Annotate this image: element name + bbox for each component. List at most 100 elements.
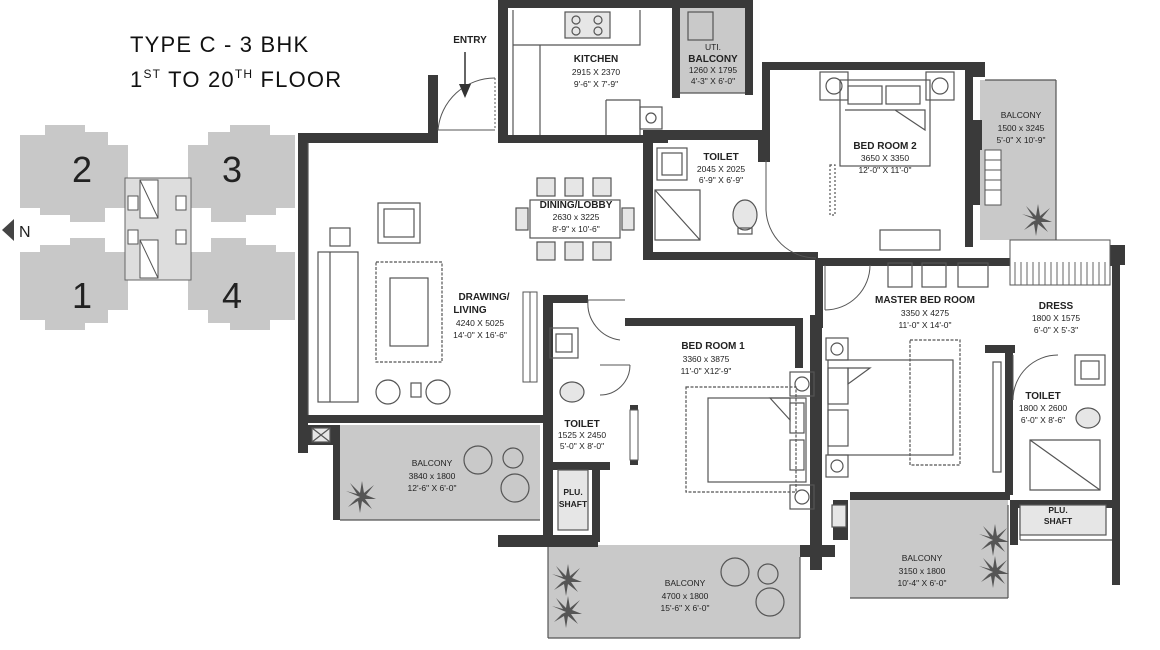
plant-icon: [346, 481, 376, 513]
plant-icon: [552, 596, 582, 628]
svg-text:BALCONY: BALCONY: [665, 578, 706, 588]
entry-marker: ENTRY: [453, 35, 487, 98]
master-label: MASTER BED ROOM 3350 X 4275 11'-0" X 14'…: [875, 295, 975, 330]
svg-text:BALCONY: BALCONY: [902, 553, 943, 563]
plant-icon: [1022, 204, 1052, 236]
dining-label: DINING/LOBBY 2630 x 3225 8'-9" x 10'-6": [540, 200, 613, 234]
dress-label: DRESS 1800 X 1575 6'-0" X 5'-3": [1032, 301, 1080, 335]
svg-text:DRAWING/: DRAWING/: [458, 292, 509, 303]
plant-icon: [552, 564, 582, 596]
svg-text:11'-0" X12'-9": 11'-0" X12'-9": [681, 366, 732, 376]
dress-hatch: [1014, 262, 1106, 285]
key-label-2: 2: [72, 149, 92, 190]
toilet-br1-label: TOILET 1525 X 2450 5'-0" X 8'-0": [558, 419, 606, 451]
svg-text:2630 x 3225: 2630 x 3225: [553, 212, 600, 222]
bedroom2-label: BED ROOM 2 3650 X 3350 12'-0" X 11'-0": [853, 141, 917, 175]
entry-label: ENTRY: [453, 35, 487, 46]
svg-text:1800 X 1575: 1800 X 1575: [1032, 313, 1080, 323]
kitchen-label: KITCHEN 2915 X 2370 9'-6" X 7'-9": [572, 54, 620, 89]
uti-balcony-label: UTI. BALCONY 1260 X 1795 4'-3" X 6'-0": [688, 42, 738, 86]
svg-text:DINING/LOBBY: DINING/LOBBY: [540, 200, 613, 211]
svg-text:4700 x 1800: 4700 x 1800: [662, 591, 709, 601]
key-unit-3: [188, 125, 295, 222]
plant-icon: [979, 524, 1009, 556]
title-line1: TYPE C - 3 BHK: [130, 32, 309, 57]
door-swings: [437, 77, 1059, 401]
svg-text:3350 X 4275: 3350 X 4275: [901, 308, 949, 318]
svg-text:3840 x 1800: 3840 x 1800: [409, 471, 456, 481]
furniture: [311, 10, 1107, 617]
svg-text:6'-0" X 5'-3": 6'-0" X 5'-3": [1034, 325, 1078, 335]
svg-text:SHAFT: SHAFT: [1044, 516, 1073, 526]
key-label-3: 3: [222, 149, 242, 190]
north-arrow-icon: [2, 219, 14, 241]
kitchen-counter: [512, 10, 663, 135]
room-labels: KITCHEN 2915 X 2370 9'-6" X 7'-9" UTI. B…: [408, 42, 1081, 613]
svg-text:TOILET: TOILET: [564, 419, 599, 430]
svg-text:BED ROOM 2: BED ROOM 2: [853, 141, 917, 152]
svg-text:12'-0" X 11'-0": 12'-0" X 11'-0": [858, 165, 911, 175]
balcony-br1-label: BALCONY 4700 x 1800 15'-6" X 6'-0": [661, 578, 710, 613]
svg-text:KITCHEN: KITCHEN: [574, 54, 618, 65]
svg-text:3650 X 3350: 3650 X 3350: [861, 153, 909, 163]
svg-text:10'-4" X 6'-0": 10'-4" X 6'-0": [898, 578, 947, 588]
plant-icon: [979, 556, 1009, 588]
entry-arrow-icon: [459, 84, 471, 98]
svg-text:UTI.: UTI.: [705, 42, 721, 52]
dining-table: [515, 177, 635, 261]
svg-text:MASTER BED ROOM: MASTER BED ROOM: [875, 295, 975, 306]
svg-text:5'-0" X 8'-0": 5'-0" X 8'-0": [560, 441, 604, 451]
north-label: N: [19, 224, 31, 241]
svg-text:4'-3" X 6'-0": 4'-3" X 6'-0": [691, 76, 735, 86]
bedroom1-label: BED ROOM 1 3360 x 3875 11'-0" X12'-9": [681, 341, 745, 376]
title-line2: 1ST TO 20TH FLOOR: [130, 67, 342, 92]
balcony-master-label: BALCONY 3150 x 1800 10'-4" X 6'-0": [898, 553, 947, 588]
svg-text:DRESS: DRESS: [1039, 301, 1074, 312]
svg-text:LIVING: LIVING: [453, 305, 487, 316]
thin-lines: [307, 79, 1112, 639]
svg-text:TOILET: TOILET: [1025, 391, 1060, 402]
key-core: [124, 177, 192, 281]
svg-text:1800 X 2600: 1800 X 2600: [1019, 403, 1067, 413]
svg-text:PLU.: PLU.: [1048, 505, 1067, 515]
walls: [298, 0, 1125, 585]
living-furniture: [311, 202, 451, 443]
svg-text:12'-6" X 6'-0": 12'-6" X 6'-0": [408, 483, 457, 493]
plu-shaft-left-label: PLU. SHAFT: [559, 487, 588, 509]
svg-text:1500 x 3245: 1500 x 3245: [998, 123, 1045, 133]
svg-text:9'-6" X 7'-9": 9'-6" X 7'-9": [574, 79, 618, 89]
svg-text:15'-6" X 6'-0": 15'-6" X 6'-0": [661, 603, 710, 613]
svg-text:6'-9" X 6'-9": 6'-9" X 6'-9": [699, 175, 743, 185]
key-label-4: 4: [222, 275, 242, 316]
plu-shaft-right-label: PLU. SHAFT: [1044, 505, 1073, 526]
svg-text:14'-0" X 16'-6": 14'-0" X 16'-6": [453, 330, 507, 340]
plan-title: TYPE C - 3 BHK 1ST TO 20TH FLOOR: [130, 32, 342, 92]
svg-text:SHAFT: SHAFT: [559, 499, 588, 509]
toilet-top-label: TOILET 2045 X 2025 6'-9" X 6'-9": [697, 152, 745, 185]
svg-text:4240 X 5025: 4240 X 5025: [456, 318, 504, 328]
svg-text:BED ROOM 1: BED ROOM 1: [681, 341, 745, 352]
svg-text:2915 X 2370: 2915 X 2370: [572, 67, 620, 77]
svg-text:1260 X 1795: 1260 X 1795: [689, 65, 737, 75]
svg-text:6'-0" X 8'-6": 6'-0" X 8'-6": [1021, 415, 1065, 425]
svg-text:3360 x 3875: 3360 x 3875: [683, 354, 730, 364]
toilet-master-label: TOILET 1800 X 2600 6'-0" X 8'-6": [1019, 391, 1067, 425]
svg-text:2045 X 2025: 2045 X 2025: [697, 164, 745, 174]
balcony-br2-label: BALCONY 1500 x 3245 5'-0" X 10'-9": [997, 110, 1046, 145]
svg-text:1525 X 2450: 1525 X 2450: [558, 430, 606, 440]
balcony-living-label: BALCONY 3840 x 1800 12'-6" X 6'-0": [408, 458, 457, 493]
svg-text:11'-0" X 14'-0": 11'-0" X 14'-0": [898, 320, 951, 330]
key-label-1: 1: [72, 275, 92, 316]
svg-text:BALCONY: BALCONY: [1001, 110, 1042, 120]
svg-text:3150 x 1800: 3150 x 1800: [899, 566, 946, 576]
key-plan: 2 3 1 4 N: [2, 125, 295, 330]
svg-text:TOILET: TOILET: [703, 152, 738, 163]
svg-text:PLU.: PLU.: [563, 487, 582, 497]
svg-text:BALCONY: BALCONY: [412, 458, 453, 468]
svg-text:5'-0" X 10'-9": 5'-0" X 10'-9": [997, 135, 1046, 145]
svg-text:BALCONY: BALCONY: [688, 54, 738, 65]
svg-text:8'-9" x 10'-6": 8'-9" x 10'-6": [552, 224, 600, 234]
plant-icons: [346, 204, 1052, 628]
key-unit-2: [20, 125, 128, 222]
